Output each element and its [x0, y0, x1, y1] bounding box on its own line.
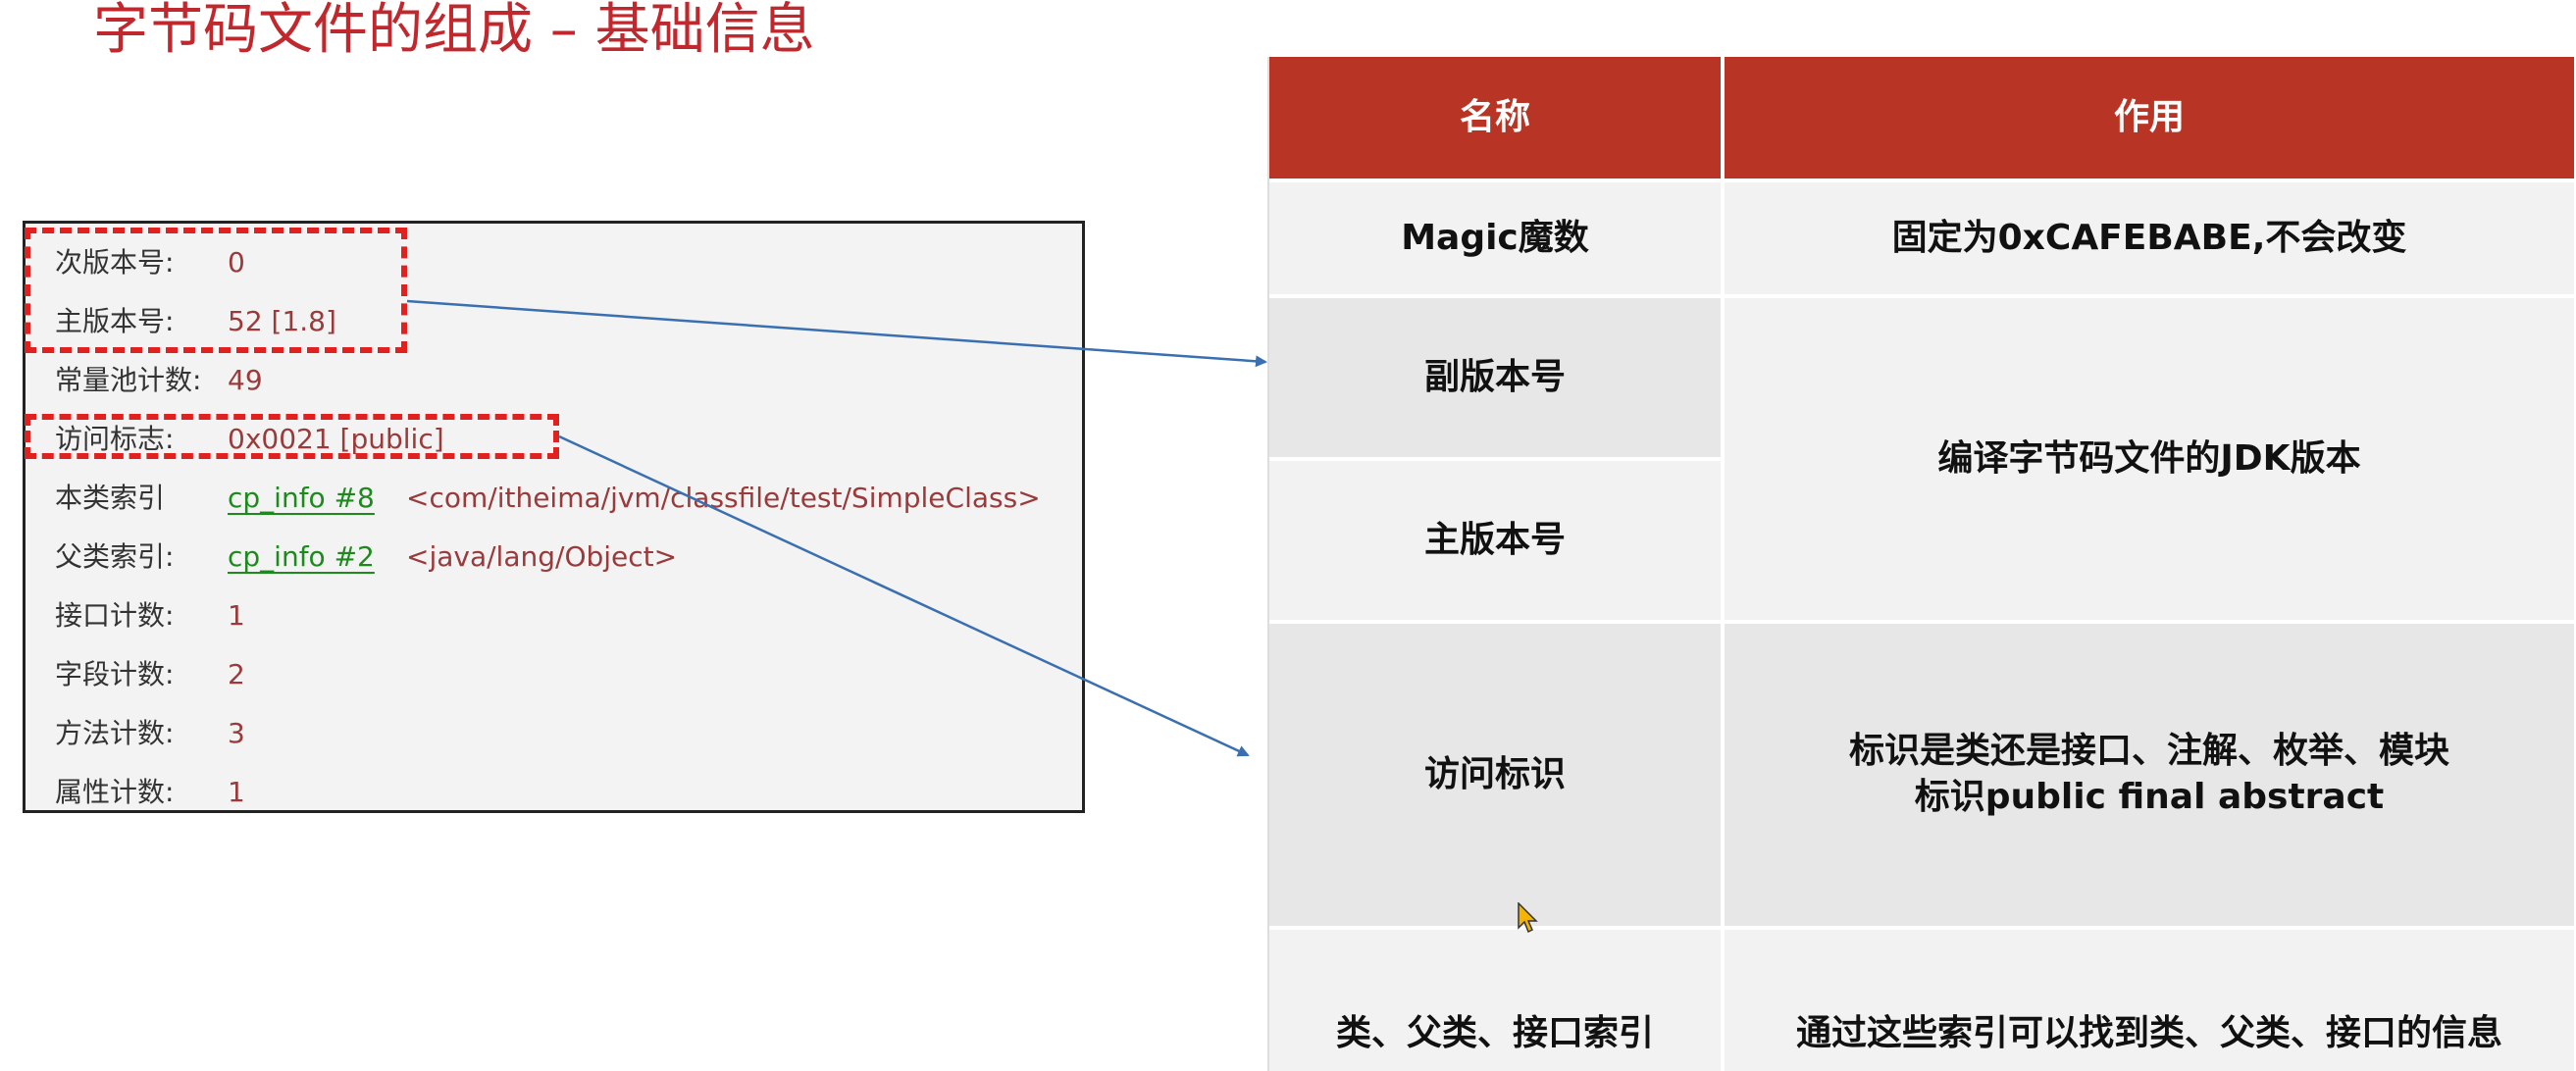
row-label: 属性计数:	[55, 776, 175, 808]
cell-major-version-name: 主版本号	[1269, 461, 1721, 620]
row-value: 0x0021 [public]	[228, 423, 444, 455]
cell-index-name: 类、父类、接口索引	[1269, 930, 1721, 1071]
row-value: 1	[228, 599, 245, 632]
row-label: 字段计数:	[55, 658, 175, 690]
cp-info-link[interactable]: cp_info #8	[228, 482, 375, 514]
attributes-count-row: 属性计数: 1	[55, 773, 245, 812]
mouse-cursor-icon	[1518, 902, 1538, 934]
minor-version-row: 次版本号: 0	[55, 243, 245, 282]
cell-minor-version-name: 副版本号	[1269, 298, 1721, 457]
constant-pool-count-row: 常量池计数: 49	[55, 361, 263, 400]
interfaces-count-row: 接口计数: 1	[55, 596, 245, 636]
row-value: 0	[228, 246, 245, 279]
header-name: 名称	[1269, 57, 1721, 178]
info-table: 名称 作用 Magic魔数 固定为0xCAFEBABE,不会改变 副版本号 主版…	[1267, 57, 2574, 1071]
major-version-row: 主版本号: 52 [1.8]	[55, 302, 336, 341]
header-purpose: 作用	[1725, 57, 2574, 178]
row-value: 3	[228, 717, 245, 749]
row-label: 主版本号:	[55, 305, 175, 337]
row-ref: <java/lang/Object>	[406, 540, 678, 573]
row-ref: <com/itheima/jvm/classfile/test/SimpleCl…	[406, 482, 1041, 514]
row-label: 接口计数:	[55, 599, 175, 632]
access-desc-line: 标识public final abstract	[1914, 777, 2385, 817]
cell-index-desc: 通过这些索引可以找到类、父类、接口的信息	[1725, 930, 2574, 1071]
row-value: 1	[228, 776, 245, 808]
methods-count-row: 方法计数: 3	[55, 714, 245, 753]
page-title: 字节码文件的组成 – 基础信息	[93, 0, 815, 62]
cell-magic-desc: 固定为0xCAFEBABE,不会改变	[1725, 182, 2574, 294]
this-class-row: 本类索引 cp_info #8 <com/itheima/jvm/classfile…	[55, 479, 1041, 518]
cell-version-desc: 编译字节码文件的JDK版本	[1725, 298, 2574, 620]
row-value: 2	[228, 658, 245, 690]
row-value: 49	[228, 364, 263, 396]
row-label: 父类索引:	[55, 540, 175, 573]
cell-access-name: 访问标识	[1269, 624, 1721, 926]
row-label: 访问标志:	[55, 423, 175, 455]
row-label: 常量池计数:	[55, 364, 202, 396]
row-value: 52 [1.8]	[228, 305, 336, 337]
cp-info-link[interactable]: cp_info #2	[228, 540, 375, 573]
access-flags-highlight-box	[25, 414, 559, 459]
row-label: 本类索引	[55, 482, 166, 514]
cell-magic-name: Magic魔数	[1269, 182, 1721, 294]
row-label: 方法计数:	[55, 717, 175, 749]
row-label: 次版本号:	[55, 246, 175, 279]
access-flags-row: 访问标志: 0x0021 [public]	[55, 420, 444, 459]
super-class-row: 父类索引: cp_info #2 <java/lang/Object>	[55, 537, 677, 577]
fields-count-row: 字段计数: 2	[55, 655, 245, 694]
cell-access-desc: 标识是类还是接口、注解、枚举、模块 标识public final abstrac…	[1725, 624, 2574, 926]
access-desc-line: 标识是类还是接口、注解、枚举、模块	[1848, 731, 2449, 772]
version-highlight-box	[25, 228, 407, 353]
